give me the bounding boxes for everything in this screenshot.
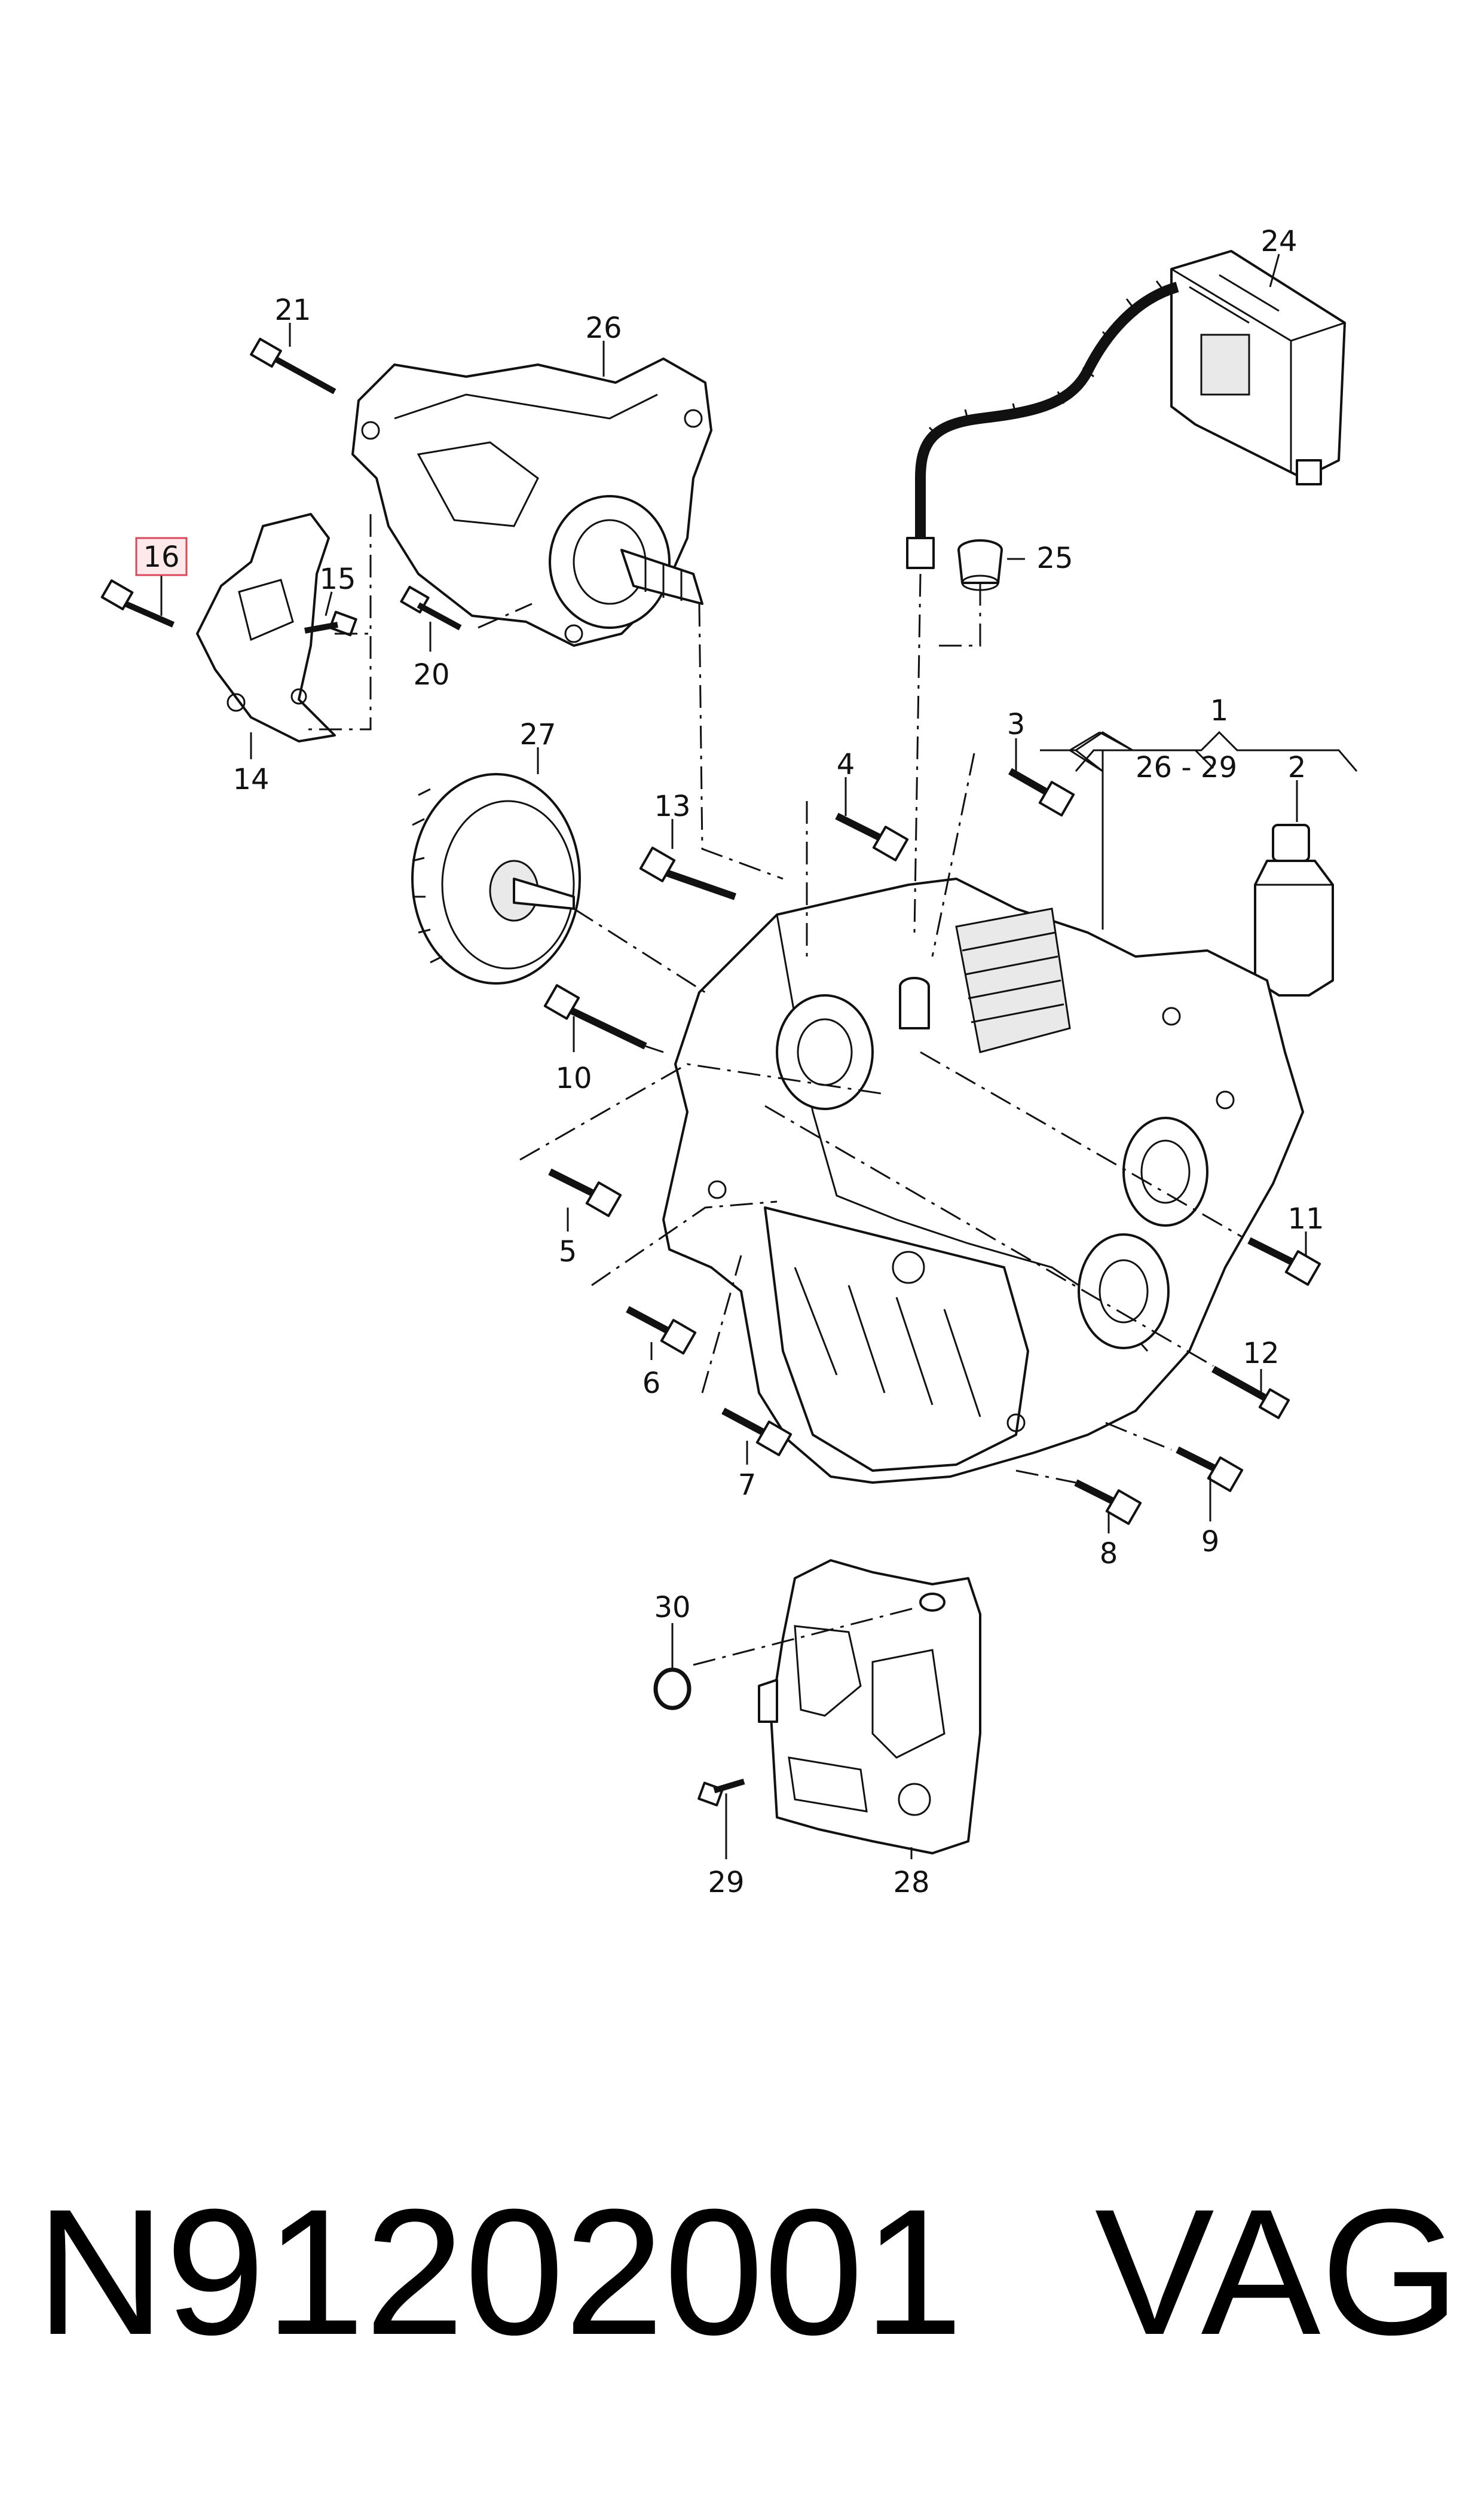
footer: N91202001 VAG (0, 2164, 1484, 2415)
bolt-part-4[interactable] (835, 812, 909, 861)
bolt-part-29[interactable] (697, 1779, 745, 1807)
clutch-gear-part-27[interactable] (411, 773, 581, 985)
exploded-parts-diagram: 16 21 26 24 25 15 20 14 27 13 4 3 1 26 -… (100, 225, 1358, 1899)
callout-10[interactable]: 10 (555, 1062, 592, 1095)
bolt-part-3[interactable] (1008, 768, 1075, 817)
callout-3[interactable]: 3 (1007, 708, 1026, 741)
bolt-part-7[interactable] (721, 1407, 793, 1456)
leader-lines (160, 253, 1307, 1859)
callout-13[interactable]: 13 (654, 790, 690, 823)
callout-26[interactable]: 26 (585, 311, 622, 345)
bolt-part-20[interactable] (400, 585, 462, 631)
callout-20[interactable]: 20 (413, 658, 449, 692)
callout-16[interactable]: 16 (143, 540, 179, 574)
callout-29[interactable]: 29 (708, 1866, 744, 1899)
callout-1[interactable]: 1 (1210, 694, 1229, 728)
bolt-part-5[interactable] (548, 1168, 622, 1217)
bolt-part-9[interactable] (1176, 1446, 1244, 1492)
control-module-part-24[interactable] (1170, 250, 1346, 485)
valve-body-part-28[interactable] (758, 1559, 981, 1854)
callout-21[interactable]: 21 (274, 294, 311, 327)
callout-15[interactable]: 15 (319, 563, 356, 596)
callout-14[interactable]: 14 (232, 763, 269, 796)
callout-5[interactable]: 5 (559, 1235, 577, 1269)
callout-27[interactable]: 27 (519, 718, 556, 751)
harness-connector (906, 537, 935, 569)
bolt-part-15[interactable] (304, 610, 357, 637)
brand-name: VAG (1094, 2171, 1460, 2372)
callout-range-26-29[interactable]: 26 - 29 (1136, 751, 1237, 784)
bolt-part-8[interactable] (1074, 1479, 1142, 1525)
bolt-part-6[interactable] (626, 1306, 697, 1355)
bolt-part-11[interactable] (1247, 1237, 1321, 1286)
highlight-box-16 (135, 537, 188, 576)
bolt-part-16[interactable] (100, 579, 175, 628)
bolt-part-12[interactable] (1211, 1365, 1290, 1419)
part-number: N91202001 (36, 2171, 963, 2372)
transfer-case-part-26[interactable] (351, 357, 712, 647)
bolt-part-21[interactable] (250, 338, 336, 395)
gearbox-housing-part-1[interactable] (662, 878, 1304, 1484)
oil-bottle-part-2[interactable] (1254, 824, 1334, 997)
cap-part-25[interactable] (957, 539, 1003, 591)
callout-12[interactable]: 12 (1243, 1337, 1279, 1370)
callout-28[interactable]: 28 (893, 1866, 929, 1899)
callout-8[interactable]: 8 (1100, 1537, 1118, 1570)
callout-9[interactable]: 9 (1201, 1525, 1220, 1559)
bolt-part-13[interactable] (639, 847, 736, 900)
wiring-harness (915, 282, 1179, 544)
callout-11[interactable]: 11 (1287, 1202, 1324, 1236)
o-ring-part-30[interactable] (653, 1667, 691, 1710)
callout-4[interactable]: 4 (837, 748, 855, 781)
bolt-part-10[interactable] (543, 984, 647, 1050)
assembly-lines (305, 514, 1244, 1666)
group-bracket-1 (1075, 731, 1358, 772)
callout-7[interactable]: 7 (738, 1468, 757, 1502)
harness-corrugation (928, 280, 1167, 438)
bracket-part-14[interactable] (196, 513, 336, 742)
callout-24[interactable]: 24 (1260, 225, 1297, 258)
callout-30[interactable]: 30 (654, 1591, 690, 1624)
callout-6[interactable]: 6 (642, 1367, 661, 1400)
callout-2[interactable]: 2 (1288, 751, 1306, 784)
callout-25[interactable]: 25 (1036, 542, 1073, 575)
callout-labels: 16 21 26 24 25 15 20 14 27 13 4 3 1 26 -… (135, 225, 1324, 1899)
